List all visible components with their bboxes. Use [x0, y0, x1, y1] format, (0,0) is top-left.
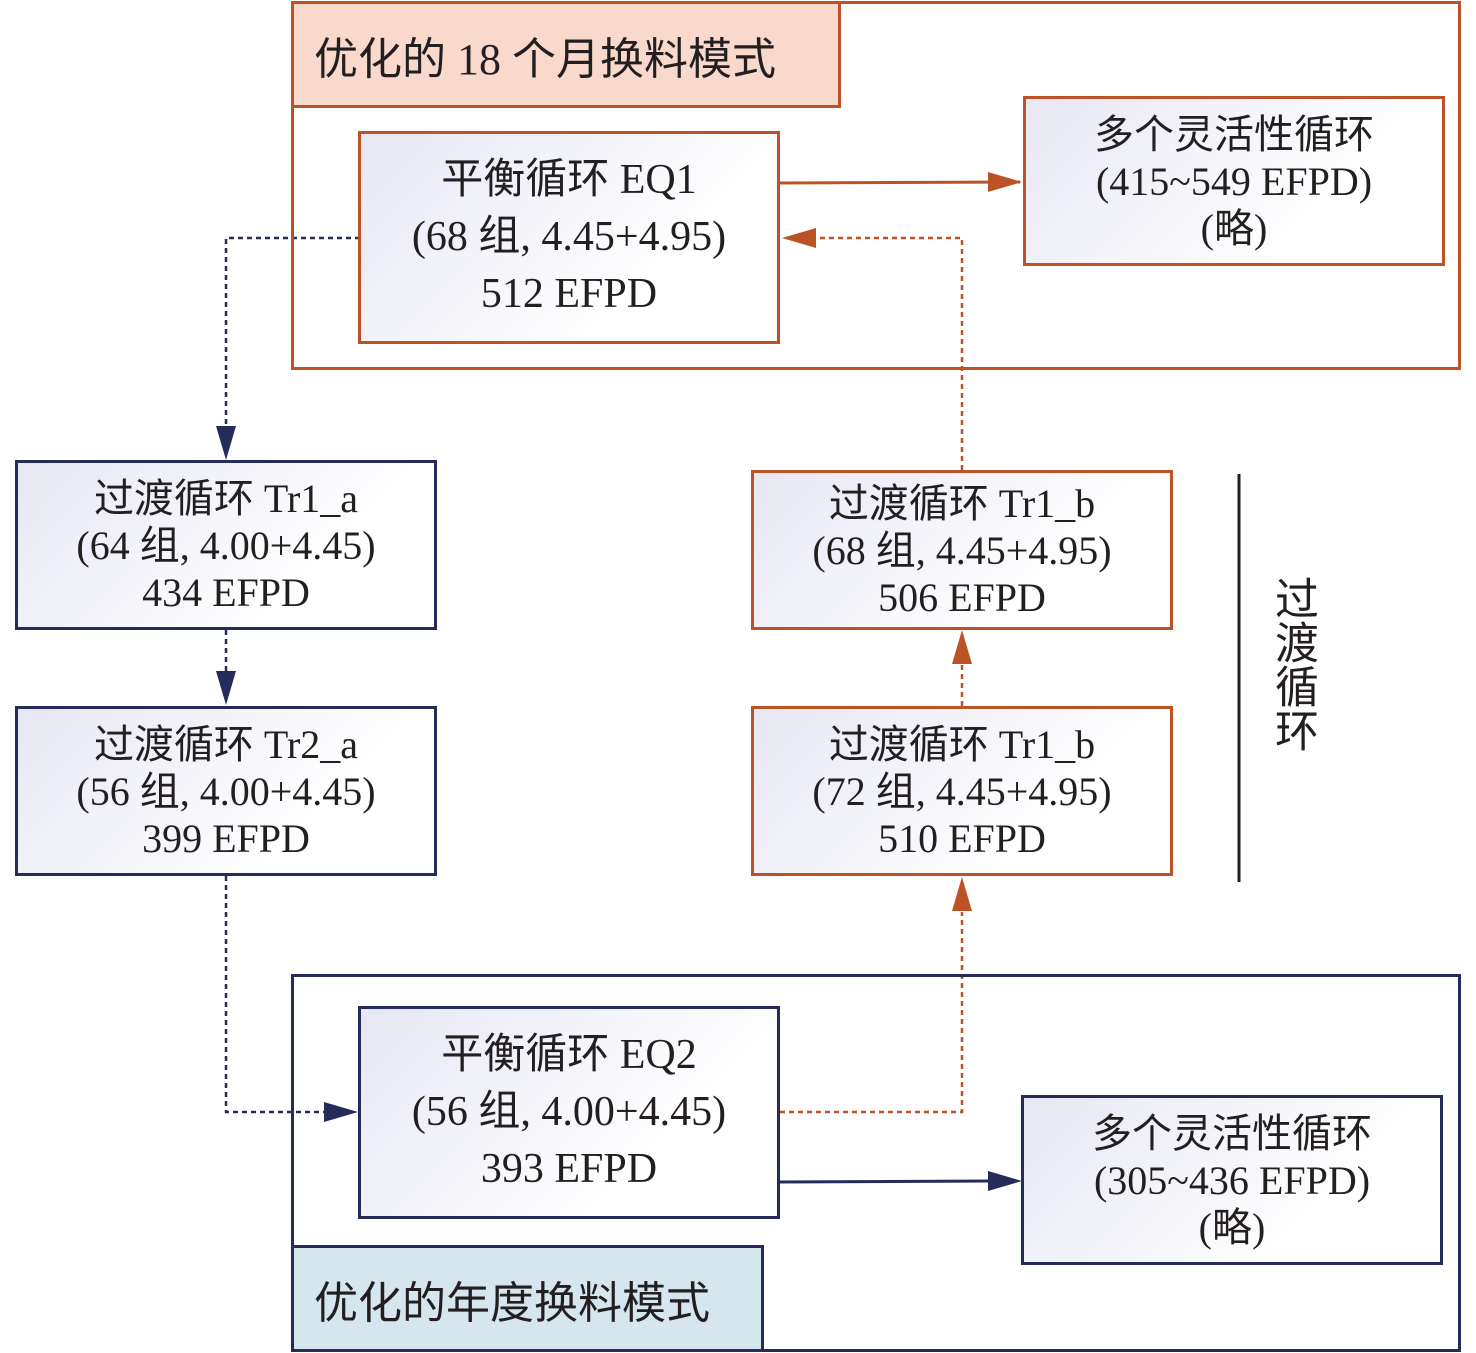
arrowhead-tr1a-to-tr2a	[216, 671, 236, 705]
node-eq2-title: 平衡循环 EQ2	[441, 1032, 697, 1078]
arrow-eq2-to-tr1b-lower	[780, 912, 964, 1114]
side-label-transition-cycles: 过渡循环	[1268, 576, 1317, 752]
arrow-eq1-to-flex18	[779, 180, 1021, 185]
node-eq2-efpd: 393 EFPD	[480, 1146, 658, 1192]
node-tr2a: 过渡循环 Tr2_a (56 组, 4.00+4.45) 399 EFPD	[15, 706, 437, 876]
arrow-tr2a-to-eq2	[224, 876, 326, 1114]
group-annual-title-text: 优化的年度换料模式	[314, 1278, 710, 1328]
arrowhead-tr1b-upper-to-eq1	[782, 228, 816, 248]
arrow-eq2-to-flexannual	[779, 1179, 991, 1184]
node-tr1b-upper-efpd: 506 EFPD	[878, 574, 1046, 620]
node-eq1-detail: (68 组, 4.45+4.95)	[411, 214, 727, 260]
node-eq2: 平衡循环 EQ2 (56 组, 4.00+4.45) 393 EFPD	[358, 1006, 780, 1219]
arrow-eq1-to-tr1a	[224, 236, 360, 430]
arrowhead-eq2-to-tr1b-lower	[952, 877, 972, 911]
node-tr1b-upper: 过渡循环 Tr1_b (68 组, 4.45+4.95) 506 EFPD	[751, 470, 1173, 630]
group-18-month	[291, 1, 1461, 370]
node-tr2a-detail: (56 组, 4.00+4.45)	[76, 768, 376, 814]
node-flex-annual-range: (305~436 EFPD)	[1093, 1157, 1371, 1203]
node-tr2a-efpd: 399 EFPD	[142, 815, 310, 861]
node-eq1-efpd: 512 EFPD	[480, 271, 658, 317]
node-tr1b-lower-title: 过渡循环 Tr1_b	[828, 721, 1096, 767]
node-tr2a-title: 过渡循环 Tr2_a	[93, 721, 359, 767]
node-tr1a-detail: (64 组, 4.00+4.45)	[76, 522, 376, 568]
group-annual	[291, 974, 1461, 1352]
node-tr1b-upper-detail: (68 组, 4.45+4.95)	[812, 527, 1112, 573]
node-eq1: 平衡循环 EQ1 (68 组, 4.45+4.95) 512 EFPD	[358, 131, 780, 344]
node-flex-18-month-title: 多个灵活性循环	[1094, 111, 1374, 157]
node-tr1b-upper-title: 过渡循环 Tr1_b	[828, 480, 1096, 526]
group-18-month-title: 优化的 18 个月换料模式	[291, 1, 841, 108]
node-flex-18-month: 多个灵活性循环 (415~549 EFPD) (略)	[1023, 96, 1445, 266]
node-tr1a-title: 过渡循环 Tr1_a	[93, 475, 359, 521]
node-eq1-title: 平衡循环 EQ1	[441, 157, 697, 203]
node-eq2-detail: (56 组, 4.00+4.45)	[411, 1089, 727, 1135]
node-flex-annual-note: (略)	[1198, 1204, 1266, 1250]
arrowhead-eq2-to-flexannual	[988, 1171, 1022, 1191]
node-tr1b-lower-detail: (72 组, 4.45+4.95)	[812, 768, 1112, 814]
node-flex-18-month-note: (略)	[1200, 205, 1268, 251]
arrowhead-eq1-to-tr1a	[216, 426, 236, 460]
group-18-month-title-text: 优化的 18 个月换料模式	[314, 34, 776, 84]
arrowhead-tr2a-to-eq2	[324, 1102, 358, 1122]
node-flex-annual: 多个灵活性循环 (305~436 EFPD) (略)	[1021, 1095, 1443, 1265]
arrowhead-eq1-to-flex18	[988, 172, 1022, 192]
node-tr1a-efpd: 434 EFPD	[142, 569, 310, 615]
node-tr1b-lower-efpd: 510 EFPD	[878, 815, 1046, 861]
arrowhead-tr1b-lower-to-upper	[952, 630, 972, 664]
node-tr1b-lower: 过渡循环 Tr1_b (72 组, 4.45+4.95) 510 EFPD	[751, 706, 1173, 876]
group-annual-title: 优化的年度换料模式	[291, 1245, 764, 1352]
node-flex-annual-title: 多个灵活性循环	[1092, 1110, 1372, 1156]
node-tr1a: 过渡循环 Tr1_a (64 组, 4.00+4.45) 434 EFPD	[15, 460, 437, 630]
node-flex-18-month-range: (415~549 EFPD)	[1095, 158, 1373, 204]
